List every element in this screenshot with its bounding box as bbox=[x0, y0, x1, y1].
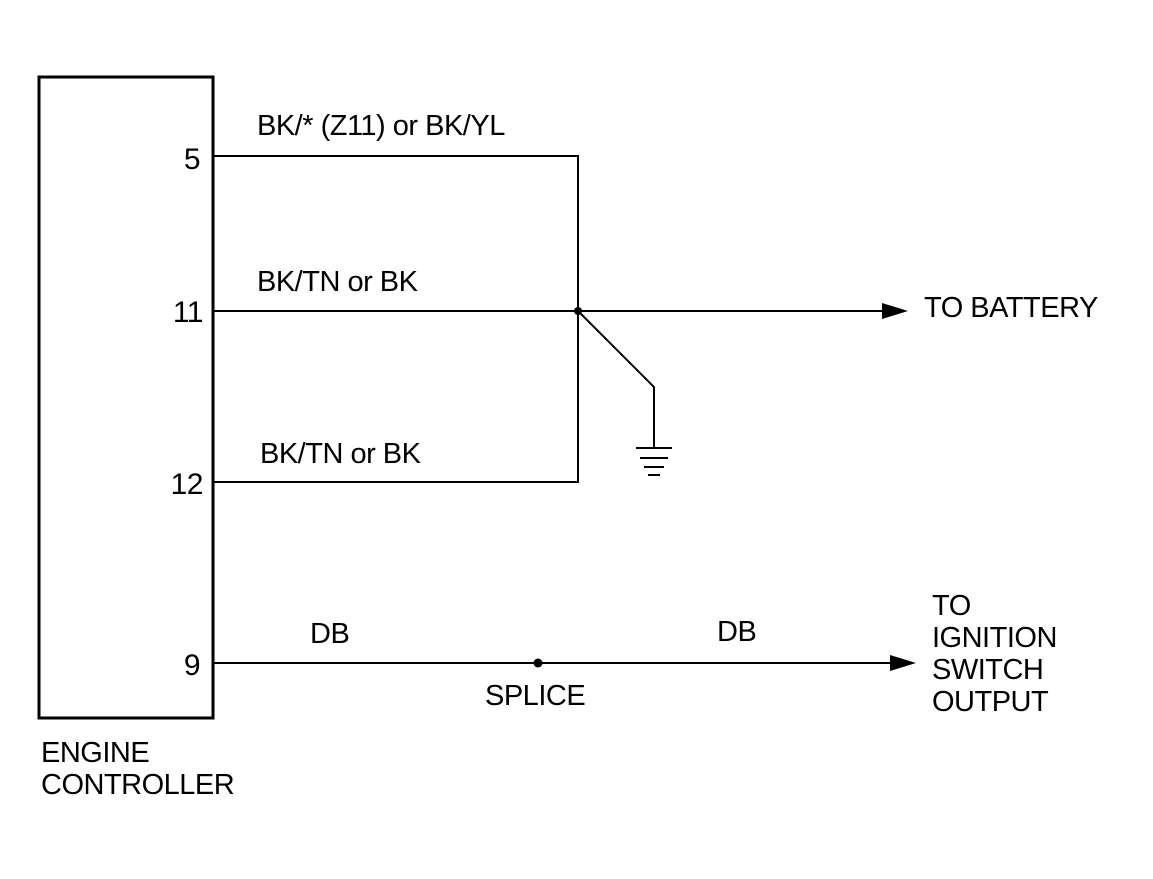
ground-icon bbox=[636, 447, 672, 476]
splice-dot bbox=[533, 658, 543, 668]
wire-11-color-label: BK/TN or BK bbox=[257, 266, 418, 298]
wire-pin5 bbox=[213, 155, 579, 310]
pin-11-label: 11 bbox=[172, 296, 204, 329]
wire-pin12 bbox=[213, 311, 579, 483]
wire-5-color-label: BK/* (Z11) or BK/YL bbox=[257, 110, 505, 142]
to-ignition-switch-output-label: TO IGNITION SWITCH OUTPUT bbox=[932, 590, 1057, 718]
arrow-battery-icon bbox=[882, 303, 908, 319]
wire-9-right-color-label: DB bbox=[717, 616, 757, 648]
wire-9-left-color-label: DB bbox=[310, 618, 350, 650]
to-battery-label: TO BATTERY bbox=[924, 292, 1098, 324]
engine-controller-box bbox=[37, 75, 215, 720]
ground-wire bbox=[577, 310, 655, 448]
arrow-ignition-icon bbox=[890, 655, 916, 671]
wire-12-color-label: BK/TN or BK bbox=[260, 438, 421, 470]
pin-12-label: 12 bbox=[170, 468, 204, 501]
engine-controller-label: ENGINE CONTROLLER bbox=[41, 737, 235, 801]
pin-5-label: 5 bbox=[183, 143, 201, 176]
splice-label: SPLICE bbox=[485, 680, 586, 712]
pin-9-label: 9 bbox=[183, 649, 201, 682]
